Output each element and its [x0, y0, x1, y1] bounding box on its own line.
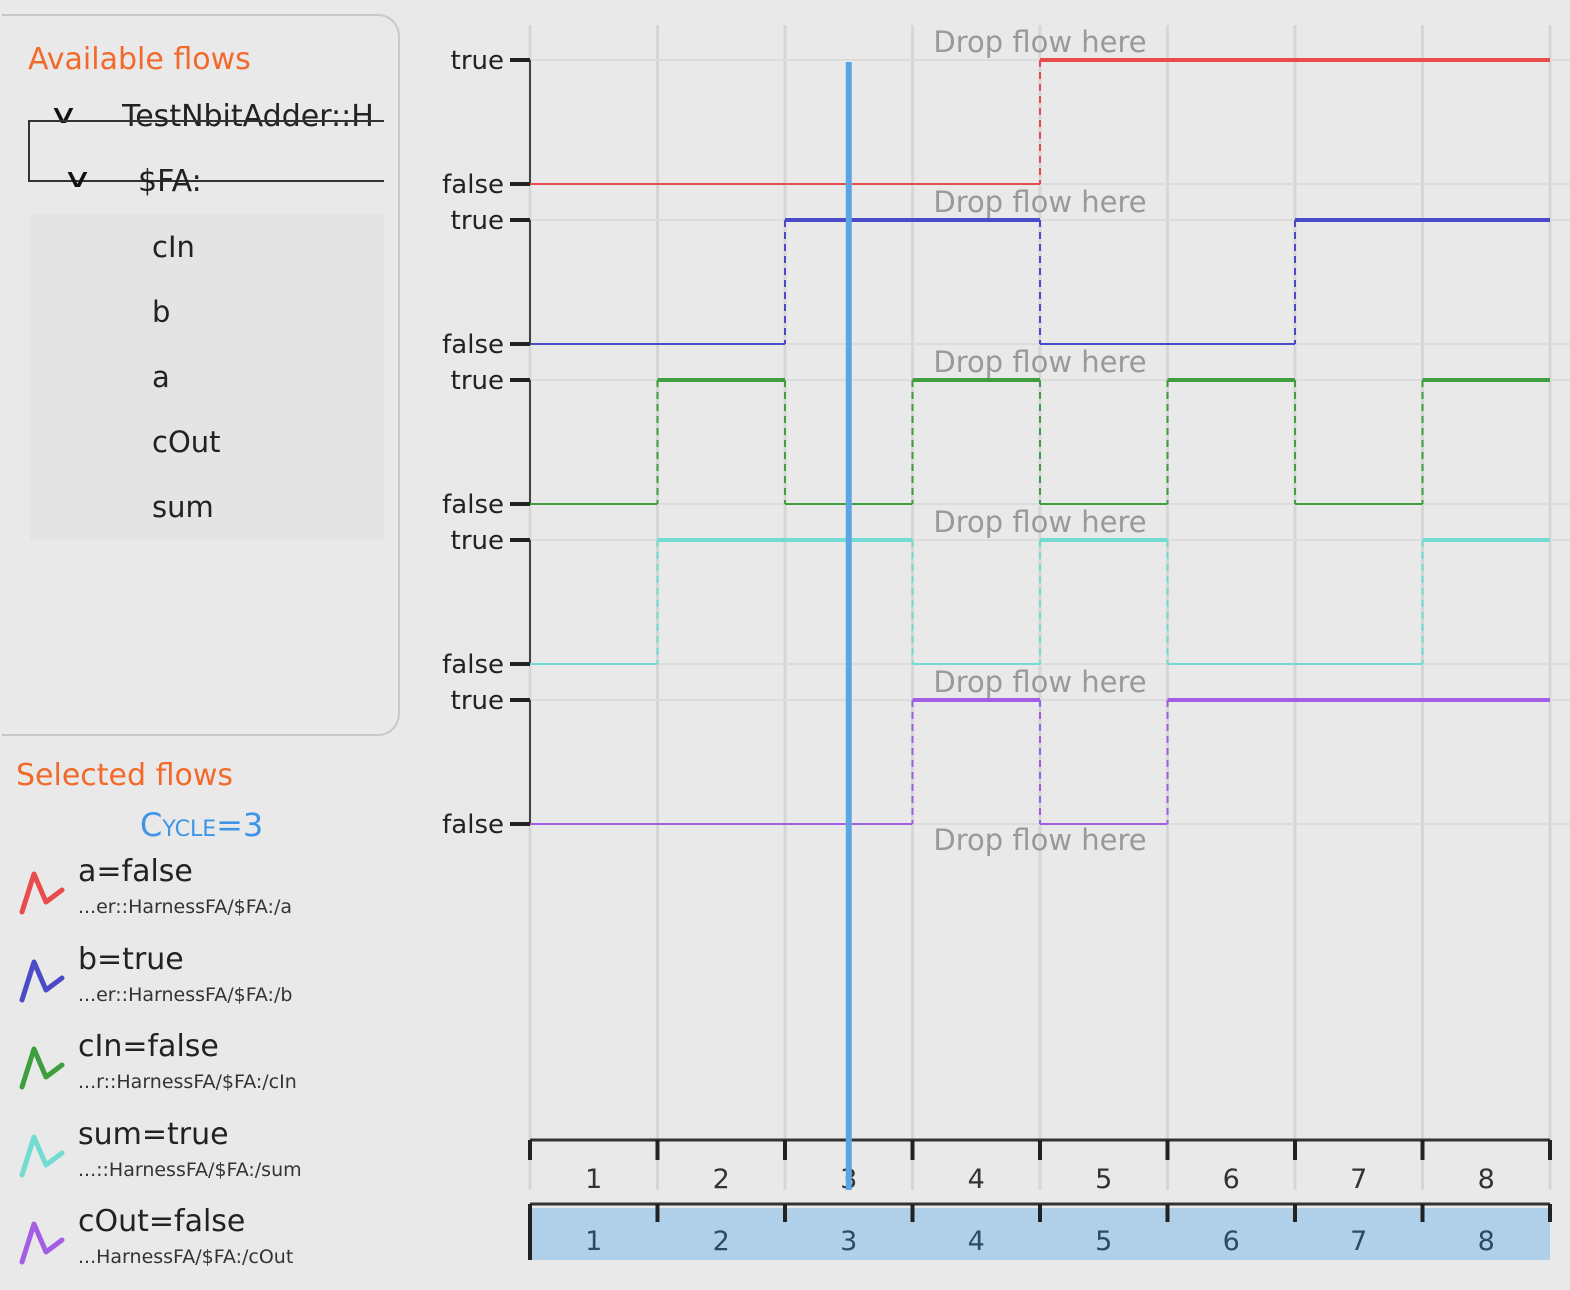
x-tick-label: 7: [1350, 1164, 1367, 1195]
x-tick-label: 4: [968, 1164, 985, 1195]
wave-icon: [19, 1221, 65, 1265]
flow-value: b=true: [78, 941, 184, 977]
y-tick-label: false: [442, 170, 504, 200]
selected-flow-item[interactable]: b=true...er::HarnessFA/$FA:/b: [14, 942, 394, 1028]
selected-flow-item[interactable]: sum=true...::HarnessFA/$FA:/sum: [14, 1117, 394, 1203]
y-tick-label: false: [442, 330, 504, 360]
y-tick-label: false: [442, 810, 504, 840]
flow-value: cIn=false: [78, 1029, 219, 1064]
flow-value: a=false: [78, 854, 193, 889]
range-tick-label: 4: [968, 1226, 985, 1257]
y-tick-label: true: [451, 206, 504, 236]
wave-icon: [19, 871, 65, 915]
x-tick-label: 8: [1478, 1164, 1495, 1195]
tree-group-selected[interactable]: [28, 120, 384, 182]
tree-root[interactable]: TestNbitAdder::H: [122, 99, 374, 134]
x-tick-label: 5: [1095, 1164, 1112, 1195]
chevron-down-icon[interactable]: ∨: [48, 100, 79, 130]
y-tick-label: false: [442, 650, 504, 680]
y-tick-label: true: [451, 526, 504, 556]
y-tick-label: true: [451, 686, 504, 716]
flow-path: ...er::HarnessFA/$FA:/a: [78, 896, 292, 918]
y-tick-label: true: [451, 46, 504, 76]
wave-icon: [19, 1134, 65, 1177]
flow-value: cOut=false: [78, 1204, 246, 1239]
range-tick-label: 3: [840, 1226, 857, 1257]
tree-leaf[interactable]: cOut: [152, 425, 221, 459]
range-tick-label: 6: [1223, 1226, 1240, 1257]
range-tick-label: 1: [585, 1226, 602, 1257]
x-tick-label: 6: [1223, 1164, 1240, 1195]
available-flows-panel: [2, 14, 400, 736]
range-tick-label: 7: [1350, 1226, 1367, 1257]
selected-flow-item[interactable]: cIn=false...r::HarnessFA/$FA:/cIn: [14, 1029, 394, 1115]
flow-value: sum=true: [78, 1116, 229, 1152]
drop-flow-label: Drop flow here: [933, 505, 1146, 539]
drop-flow-label: Drop flow here: [933, 345, 1146, 379]
x-tick-label: 2: [713, 1164, 730, 1195]
tree-leaf[interactable]: b: [152, 295, 171, 329]
range-tick-label: 5: [1095, 1226, 1112, 1257]
chevron-down-icon[interactable]: ∨: [62, 164, 93, 194]
available-flows-title: Available flows: [28, 42, 251, 77]
flow-path: ...er::HarnessFA/$FA:/b: [78, 983, 293, 1006]
wave-icon: [19, 959, 65, 1002]
range-tick-label: 8: [1478, 1226, 1495, 1257]
y-tick-label: false: [442, 490, 504, 520]
tree-children: [30, 214, 384, 540]
flow-path: ...::HarnessFA/$FA:/sum: [78, 1158, 302, 1181]
drop-flow-label: Drop flow here: [933, 185, 1146, 219]
wave-icon: [19, 1046, 65, 1090]
tree-leaf[interactable]: cIn: [152, 230, 195, 264]
drop-flow-label: Drop flow here: [933, 665, 1146, 699]
drop-flow-label: Drop flow here: [933, 25, 1146, 59]
range-tick-label: 2: [713, 1226, 730, 1257]
selected-flow-item[interactable]: cOut=false ...HarnessFA/$FA:/cOut: [14, 1204, 394, 1290]
flow-path: ...HarnessFA/$FA:/cOut: [78, 1246, 294, 1268]
drop-flow-label: Drop flow here: [933, 823, 1146, 857]
tree-leaf[interactable]: a: [152, 360, 170, 394]
selected-flow-item[interactable]: a=false...er::HarnessFA/$FA:/a: [14, 854, 394, 940]
y-tick-label: true: [451, 366, 504, 396]
cycle-label: Cycle=3: [140, 806, 264, 844]
flow-path: ...r::HarnessFA/$FA:/cIn: [78, 1071, 297, 1093]
tree-leaf[interactable]: sum: [152, 490, 214, 524]
tree-group[interactable]: $FA:: [138, 164, 202, 199]
selected-flows-title: Selected flows: [16, 758, 234, 793]
x-tick-label: 1: [585, 1164, 602, 1195]
